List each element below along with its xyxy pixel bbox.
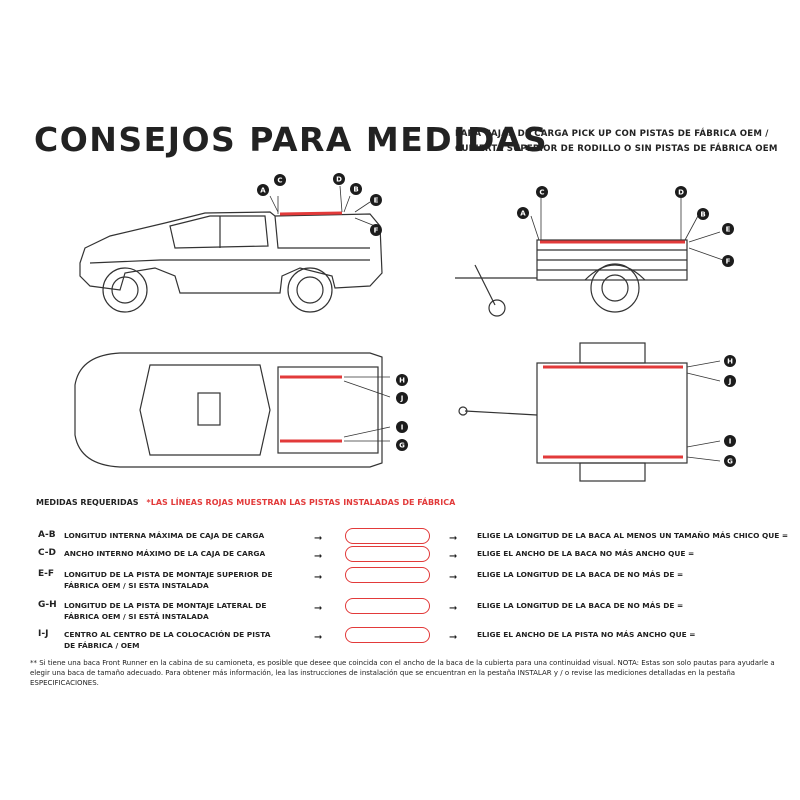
page-subtitle: PARA CAJAS DE CARGA PICK UP CON PISTAS D… [455,127,785,157]
row-result: ELIGE LA LONGITUD DE LA BACA DE NO MÁS D… [477,570,684,579]
measurement-input-box[interactable] [345,567,430,583]
label-e: E [370,194,382,206]
row-description: CENTRO AL CENTRO DE LA COLOCACIÓN DE PIS… [64,630,271,650]
arrow-right-icon: ➞ [449,572,458,583]
arrow-right-icon: ➞ [314,603,323,614]
row-code: A-B [38,530,56,540]
svg-text:E: E [374,197,379,205]
svg-text:F: F [726,258,731,266]
svg-text:H: H [399,377,405,385]
label-b: B [350,183,362,195]
label-c: C [274,174,286,186]
label-a: A [517,207,529,219]
measurement-row: I-J CENTRO AL CENTRO DE LA COLOCACIÓN DE… [0,627,800,653]
arrow-right-icon: ➞ [314,551,323,562]
svg-text:I: I [401,424,404,432]
svg-text:C: C [539,189,544,197]
label-f: F [370,224,382,236]
label-g: G [396,439,408,451]
arrow-right-icon: ➞ [449,603,458,614]
row-code: C-D [38,548,57,558]
label-h: H [396,374,408,386]
label-b: B [697,208,709,220]
red-lines-note: *LAS LÍNEAS ROJAS MUESTRAN LAS PISTAS IN… [146,498,456,507]
pickup-top-view: H J I G [74,352,408,468]
row-result: ELIGE EL ANCHO DE LA PISTA NO MÁS ANCHO … [477,630,696,639]
page-title: CONSEJOS PARA MEDIDAS [34,120,549,159]
svg-text:A: A [260,187,266,195]
arrow-right-icon: ➞ [449,632,458,643]
label-j: J [396,392,408,404]
trailer-side-view: C D A B E F [455,186,734,317]
measurement-input-box[interactable] [345,528,430,544]
row-code: E-F [38,569,55,579]
label-e: E [722,223,734,235]
svg-text:A: A [520,210,526,218]
svg-text:J: J [400,395,404,403]
measurement-input-box[interactable] [345,627,430,643]
measurement-row: C-D ANCHO INTERNO MÁXIMO DE LA CAJA DE C… [0,546,800,572]
arrow-right-icon: ➞ [449,533,458,544]
measurement-row: A-B LONGITUD INTERNA MÁXIMA DE CAJA DE C… [0,528,800,554]
arrow-right-icon: ➞ [449,551,458,562]
footnote: ** Si tiene una baca Front Runner en la … [30,659,775,687]
subtitle-line-1: PARA CAJAS DE CARGA PICK UP CON PISTAS D… [455,129,769,139]
svg-text:G: G [727,458,733,466]
label-i: I [724,435,736,447]
label-f: F [722,255,734,267]
measurement-input-box[interactable] [345,598,430,614]
row-description: LONGITUD DE LA PISTA DE MONTAJE LATERAL … [64,601,267,621]
label-h: H [724,355,736,367]
trailer-top-view: H J I G [458,342,736,482]
measurement-row: G-H LONGITUD DE LA PISTA DE MONTAJE LATE… [0,598,800,624]
measurement-row: E-F LONGITUD DE LA PISTA DE MONTAJE SUPE… [0,567,800,593]
pickup-side-view: A C D B E F [79,173,383,313]
svg-text:D: D [336,176,342,184]
svg-text:B: B [353,186,358,194]
svg-text:I: I [729,438,732,446]
label-c: C [536,186,548,198]
row-description: ANCHO INTERNO MÁXIMO DE LA CAJA DE CARGA [64,549,266,558]
row-result: ELIGE LA LONGITUD DE LA BACA DE NO MÁS D… [477,601,684,610]
svg-text:C: C [277,177,282,185]
subtitle-line-2: CUBIERTA SUPERIOR DE RODILLO O SIN PISTA… [455,144,778,154]
svg-text:G: G [399,442,405,450]
row-code: G-H [38,600,57,610]
requirements-header: MEDIDAS REQUERIDAS *LAS LÍNEAS ROJAS MUES… [36,498,455,507]
label-i: I [396,421,408,433]
label-d: D [333,173,345,185]
svg-text:D: D [678,189,684,197]
label-a: A [257,184,269,196]
row-code: I-J [38,629,49,639]
label-g: G [724,455,736,467]
row-description: LONGITUD INTERNA MÁXIMA DE CAJA DE CARGA [64,531,265,540]
label-d: D [675,186,687,198]
svg-text:E: E [726,226,731,234]
row-result: ELIGE LA LONGITUD DE LA BACA AL MENOS UN… [477,531,789,540]
svg-text:H: H [727,358,733,366]
row-description: LONGITUD DE LA PISTA DE MONTAJE SUPERIOR… [64,570,273,590]
svg-text:J: J [728,378,732,386]
arrow-right-icon: ➞ [314,572,323,583]
arrow-right-icon: ➞ [314,632,323,643]
row-result: ELIGE EL ANCHO DE LA BACA NO MÁS ANCHO Q… [477,549,695,558]
label-j: J [724,375,736,387]
svg-text:B: B [700,211,705,219]
measurement-input-box[interactable] [345,546,430,562]
arrow-right-icon: ➞ [314,533,323,544]
requirements-heading: MEDIDAS REQUERIDAS [36,498,139,507]
svg-text:F: F [374,227,379,235]
